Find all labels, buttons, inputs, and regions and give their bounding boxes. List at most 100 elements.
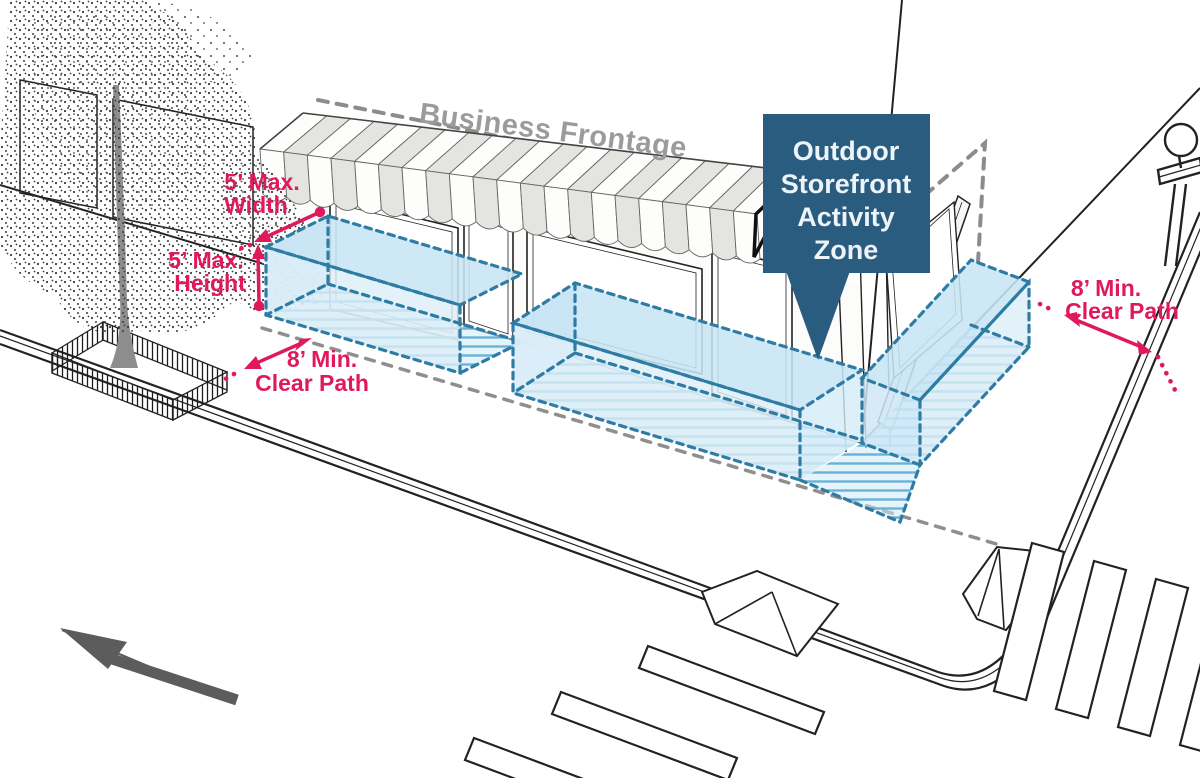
- street-sign-pole: [1156, 122, 1200, 267]
- width-arrowhead: [254, 229, 272, 242]
- crosswalk-stripe: [637, 644, 826, 736]
- crosswalk-stripe: [992, 541, 1066, 702]
- callout-pointer: [786, 271, 850, 360]
- curb-ramps: [700, 545, 1058, 658]
- sidewalk-edge-dashed-line: [260, 326, 1002, 547]
- awning-valance-scallop: [685, 204, 714, 258]
- max-width-label-1: 5’ Max.: [224, 169, 299, 195]
- max-width-label-2: Width: [224, 192, 288, 218]
- width-arrow-dots: [231, 242, 253, 254]
- tree-canopy-blob: [150, 0, 255, 83]
- clear-path-left-dots: [217, 371, 237, 385]
- crosswalk-stripe: [1054, 559, 1128, 720]
- awning-valance-scallop: [425, 170, 453, 224]
- width-arrow: [231, 206, 326, 254]
- awning-valance-scallop: [401, 167, 430, 221]
- clear-path-left-arrowhead: [295, 338, 312, 351]
- activity-zone-left: [261, 214, 527, 376]
- curb-line-outer: [0, 211, 1200, 677]
- awning-valance-scallop: [306, 154, 335, 208]
- zone-front-face: [266, 247, 460, 373]
- awning-valance-scallop: [448, 173, 477, 227]
- zone-dashed-outline: [798, 463, 922, 525]
- zone-end-face: [800, 370, 862, 480]
- zone-dashed-outline: [969, 323, 1031, 349]
- callout-box: [763, 114, 930, 273]
- zone-top-face: [266, 216, 522, 305]
- pole-line: [1163, 183, 1177, 267]
- clear-path-arrow-left: [217, 338, 312, 385]
- tree-canopy-blob: [30, 13, 210, 212]
- awning-left-edge: [259, 112, 304, 150]
- awning-back-edge: [302, 112, 801, 173]
- awning-valance-scallop: [543, 185, 572, 239]
- zone-dashed-outline: [860, 376, 922, 467]
- awning-valance-scallop: [661, 201, 690, 255]
- zone-corner-floor-hatch: [800, 443, 920, 522]
- zone-dashed-outline: [511, 281, 577, 395]
- width-arrow-dot-end: [314, 206, 326, 218]
- clear-path-left-label-2: Clear Path: [255, 370, 369, 396]
- zone-callout: Outdoor Storefront Activity Zone: [763, 114, 930, 360]
- clear-path-arrow-right: [1037, 301, 1179, 395]
- clear-path-right-arrowhead: [1064, 312, 1080, 327]
- curb-ramp-side-flares: [977, 548, 1005, 629]
- clear-path-left-label-1: 8’ Min.: [287, 346, 357, 372]
- activity-zone-center: [509, 281, 922, 525]
- clear-path-right-dots: [1155, 354, 1179, 395]
- zone-dashed-outline: [511, 320, 802, 483]
- callout-line-2: Storefront: [781, 169, 912, 199]
- dimension-labels: 5’ Max. Width 5’ Max. Height 8’ Min. Cle…: [168, 169, 1179, 396]
- awning-valance-scallop: [496, 179, 524, 233]
- awning-valance-scallop: [709, 207, 737, 261]
- arrow-head: [60, 628, 127, 669]
- awning-valance-scallop: [638, 198, 666, 252]
- pole-line: [1174, 183, 1188, 267]
- crosswalk-stripe: [550, 690, 739, 778]
- zone-side-face: [862, 378, 920, 465]
- max-height-label-2: Height: [174, 270, 246, 296]
- clear-path-left-arrowhead: [244, 356, 262, 369]
- planter-fence-front: [172, 370, 228, 422]
- height-arrow: [252, 244, 265, 312]
- awning-valance-scallop: [614, 194, 643, 248]
- awning-valance-scallop: [519, 182, 548, 236]
- zone-dashed-outline: [573, 351, 864, 442]
- height-arrow-line: [256, 251, 261, 303]
- zone-top-face: [513, 283, 862, 410]
- width-arrow-line: [267, 211, 319, 238]
- clear-path-right-arrowhead: [1137, 340, 1152, 355]
- zone-top-face: [862, 260, 1029, 400]
- curb-ramp-front: [700, 569, 840, 658]
- arrow-barb-line: [61, 628, 201, 690]
- height-arrowhead: [252, 244, 265, 259]
- clear-path-right-line: [1075, 318, 1145, 350]
- awning-valance-scallop: [567, 188, 595, 242]
- crosswalks: [463, 541, 1200, 778]
- sign-circle: [1163, 122, 1199, 158]
- height-arrow-dot-end: [253, 300, 265, 312]
- callout-line-1: Outdoor: [793, 136, 900, 166]
- awning-valance-scallop: [472, 176, 501, 230]
- crosswalk-stripe: [463, 736, 584, 778]
- clear-path-right-label-1: 8’ Min.: [1071, 275, 1141, 301]
- callout-line-4: Zone: [814, 235, 879, 265]
- zone-outer-face: [920, 282, 1029, 465]
- zone-dashed-outline: [918, 277, 1031, 470]
- callout-line-3: Activity: [797, 202, 895, 232]
- awning-valance-scallop: [590, 191, 619, 245]
- dimension-annotations: [217, 206, 1179, 395]
- awning-stripes: [258, 112, 801, 264]
- awning-valance-scallop: [354, 160, 382, 214]
- crosswalk-stripe: [1116, 577, 1190, 738]
- sign-plate-line: [1158, 164, 1200, 178]
- clear-path-right-dots: [1037, 301, 1059, 315]
- street-direction-arrow: [60, 628, 239, 706]
- zone-front-face: [513, 323, 800, 480]
- arrow-shaft: [98, 649, 239, 706]
- awning-valance-scallop: [377, 163, 406, 218]
- crosswalk-stripe: [1178, 662, 1200, 752]
- curb-ramp-front-flares: [714, 591, 798, 657]
